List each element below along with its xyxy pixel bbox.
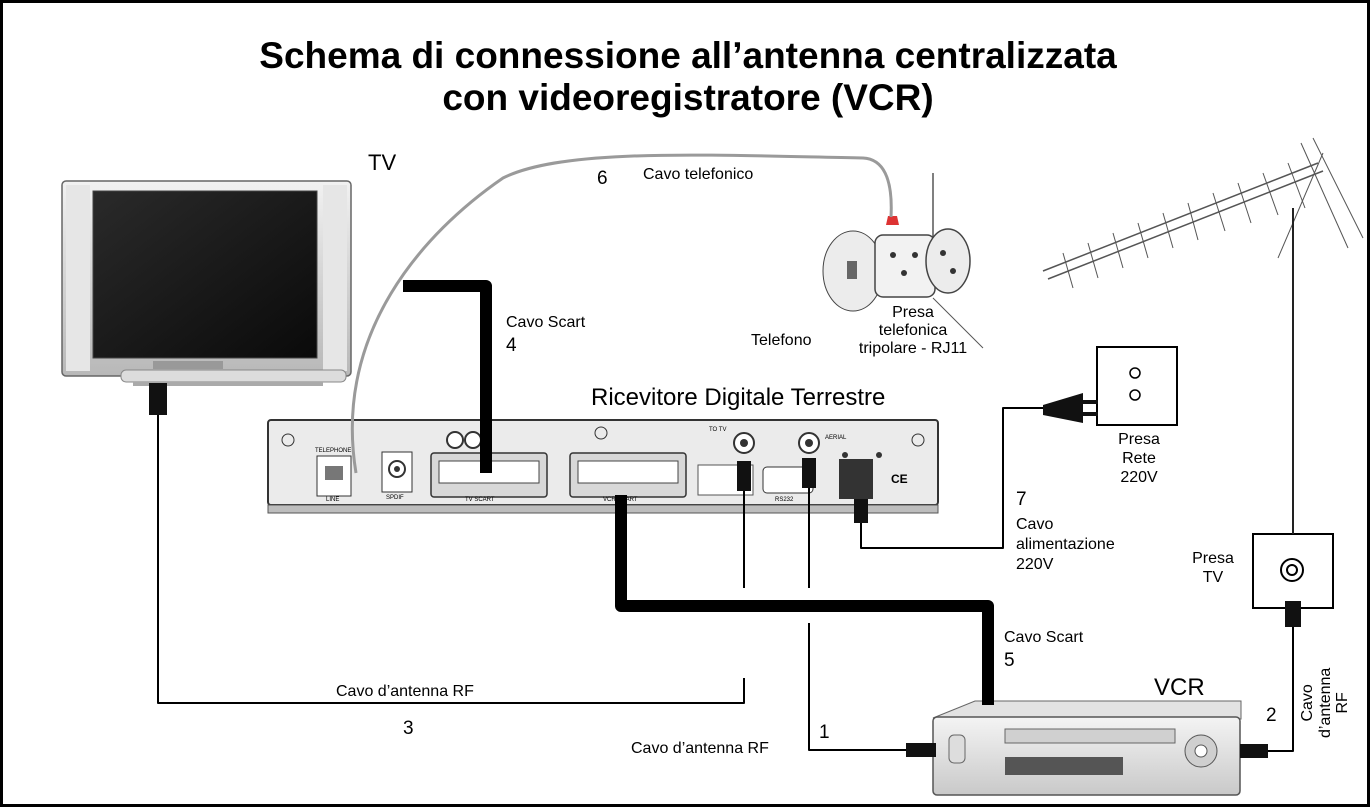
cable-7-label-3: 220V [1016,556,1054,573]
title-line-1: Schema di connessione all’antenna centra… [259,35,1117,76]
tv-socket-label-2: TV [1202,569,1224,586]
mains-label-1: Presa [1118,431,1160,448]
receiver-device [267,419,939,514]
phone-socket-label-2: telefonica [878,322,948,339]
cable-5-number: 5 [1004,650,1015,671]
tv-outlet [1252,533,1334,609]
panel-vcr-scart-label: VCR SCART [603,497,638,503]
plugs [149,383,1301,758]
mains-label-3: 220V [1120,469,1158,486]
tv-socket-label-1: Presa [1192,550,1234,567]
mains-label-2: Rete [1122,450,1156,467]
cable-1-number: 1 [819,722,830,743]
panel-tv-scart-label: TV SCART [465,497,495,503]
cable-2-label: Cavo d’antenna RF [1299,668,1352,738]
phone-socket-label-3: tripolare - RJ11 [858,340,968,357]
phone-socket-label-1: Presa [892,304,934,321]
cable-6-label: Cavo telefonico [643,166,754,183]
title-line-2: con videoregistratore (VCR) [442,77,934,118]
mains-outlet [1043,346,1178,426]
cable-3-label: Cavo d’antenna RF [336,683,474,700]
panel-rs232-label: RS232 [775,497,794,503]
receiver-label: Ricevitore Digitale Terrestre [591,384,886,411]
cable-7-label-2: alimentazione [1016,536,1115,553]
panel-telephone-label: TELEPHONE [315,448,352,454]
cable-4-label: Cavo Scart [506,314,586,331]
cable-2-number: 2 [1266,705,1277,726]
cable-3-number: 3 [403,718,414,739]
cable-6-number: 6 [597,168,608,189]
phone-devices [822,173,984,349]
antenna [1042,137,1364,534]
panel-spdif-label: SPDIF [386,495,404,501]
cable-2-label-2: d’antenna RF [1316,667,1352,738]
phone-label: Telefono [751,332,812,349]
tv-device [61,180,352,386]
panel-ce-mark: CE [891,472,908,486]
cable-7-number: 7 [1016,489,1027,510]
vcr-label: VCR [1154,674,1205,701]
panel-line-label: LINE [326,497,340,503]
panel-aerial-label: AERIAL [825,435,847,441]
cable-1-label: Cavo d’antenna RF [631,740,769,757]
vcr-device [932,700,1242,796]
tv-label: TV [368,150,397,175]
cable-7-label-1: Cavo [1016,516,1054,533]
connection-diagram [61,137,1364,796]
cables [157,153,1294,752]
cable-4-number: 4 [506,335,517,356]
cable-5-label: Cavo Scart [1004,629,1084,646]
panel-to-tv-label: TO TV [709,427,727,433]
cable-2-label-1: Cavo [1299,684,1316,722]
